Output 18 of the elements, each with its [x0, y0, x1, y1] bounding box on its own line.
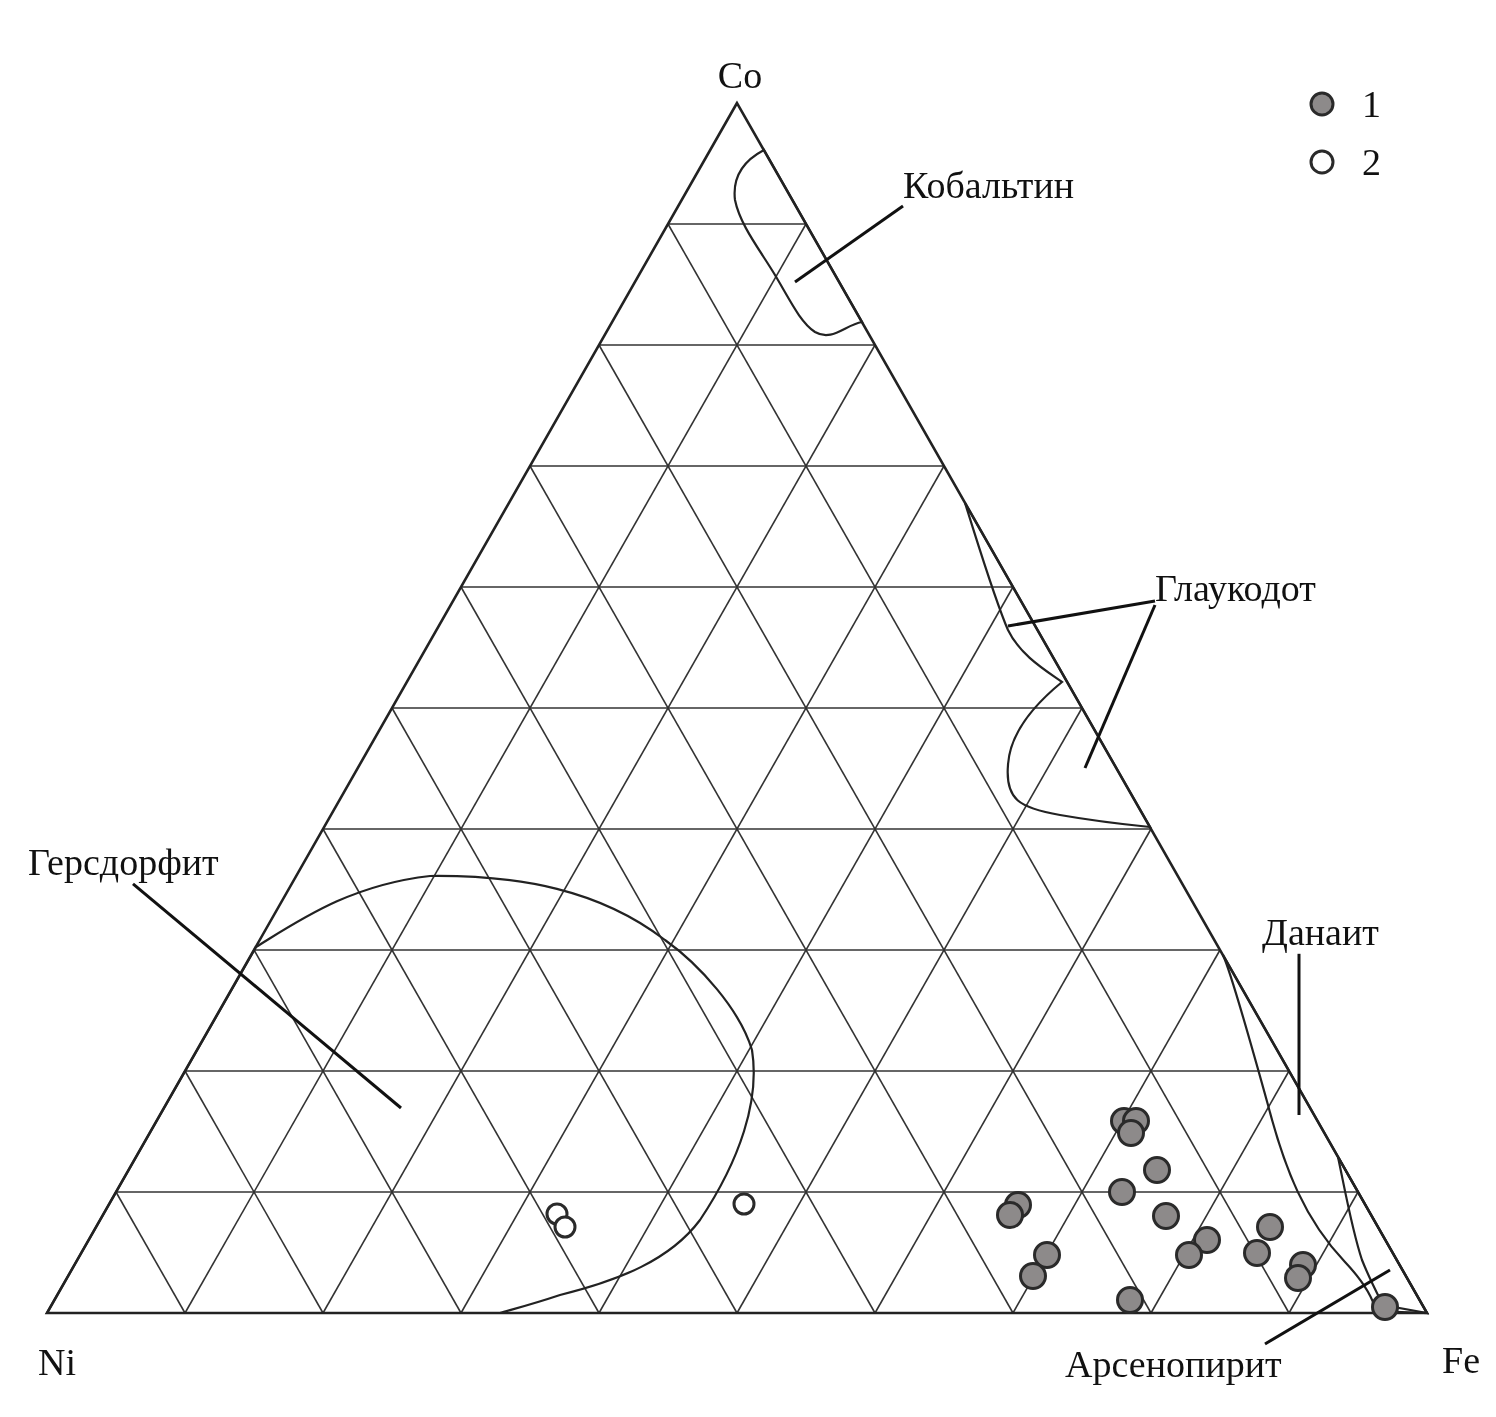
leader-line: [794, 204, 904, 284]
vertex-label: Ni: [38, 1342, 76, 1384]
mineral-label: Арсенопирит: [1065, 1344, 1282, 1386]
legend-label: 2: [1362, 142, 1381, 184]
field-outline: [963, 501, 1152, 829]
mineral-label: Данаит: [1262, 912, 1379, 954]
mineral-label: Глаукодот: [1155, 568, 1316, 610]
vertex-label: Co: [717, 55, 763, 97]
legend-label: 1: [1362, 84, 1381, 126]
leader-line: [1007, 599, 1156, 628]
vertex-label: Fe: [1442, 1340, 1480, 1382]
mineral-label: Кобальтин: [903, 165, 1075, 207]
leader-line: [132, 882, 402, 1110]
mineral-label: Герсдорфит: [28, 842, 219, 884]
leader-line: [1083, 604, 1157, 769]
leader-line: [1297, 953, 1301, 1115]
field-outline: [733, 148, 864, 337]
leader-line: [1264, 1268, 1391, 1346]
